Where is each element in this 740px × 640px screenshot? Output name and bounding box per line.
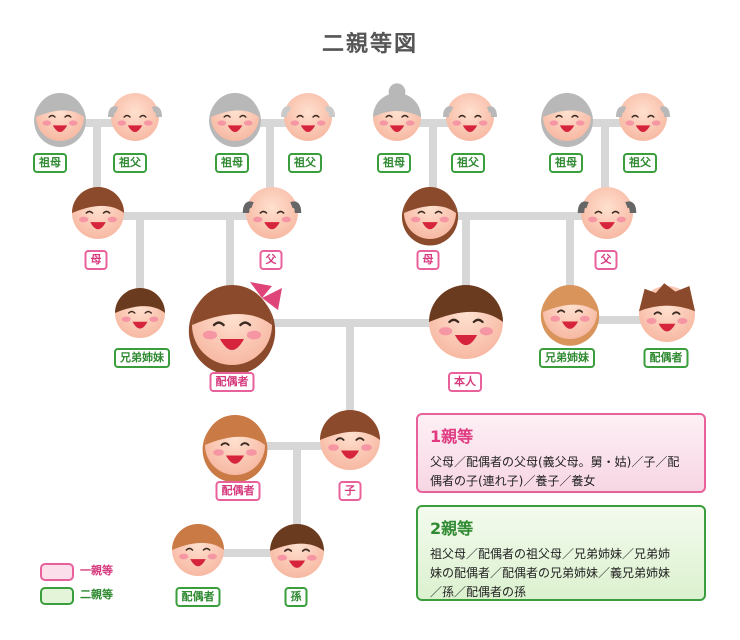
legend-first-swatch: [40, 563, 74, 581]
label-grandfather-3: 祖父: [451, 153, 485, 173]
legend-first-label: 一親等: [80, 564, 113, 577]
self-father-face: [577, 187, 637, 239]
grandfather-4-face: [616, 93, 670, 141]
grandchild-face: [270, 524, 324, 578]
label-spouse-sibling: 兄弟姉妹: [114, 348, 170, 368]
self-mother-face: [401, 187, 459, 246]
grandfather-3-face: [443, 93, 497, 141]
grandmother-2-face: [209, 93, 261, 147]
first-degree-line-2: 偶者の子(連れ子)／養子／養女: [430, 474, 596, 488]
label-spouse-father: 父: [259, 250, 283, 270]
ribbon-icon: [250, 282, 282, 310]
label-grandfather-2: 祖父: [288, 153, 322, 173]
label-self-father: 父: [594, 250, 618, 270]
grandfather-2-face: [281, 93, 335, 141]
label-grandfather-4: 祖父: [623, 153, 657, 173]
diagram-title: 二親等図: [321, 32, 418, 57]
self-face: [429, 285, 503, 359]
child-spouse-face: [202, 415, 268, 483]
child-face: [320, 410, 380, 470]
label-sibling-spouse: 配偶者: [643, 348, 689, 368]
second-degree-line-1: 祖父母／配偶者の祖父母／兄弟姉妹／兄弟姉: [430, 547, 671, 561]
grandmother-1-face: [34, 93, 86, 147]
grandchild-spouse-face: [172, 524, 224, 576]
legend-first-degree: 一親等: [40, 563, 160, 581]
spouse-mother-face: [72, 187, 124, 239]
first-degree-line-1: 父母／配偶者の父母(義父母。舅・姑)／子／配: [430, 455, 680, 469]
label-spouse-mother: 母: [84, 250, 108, 270]
label-child-spouse: 配偶者: [215, 481, 261, 501]
label-self-mother: 母: [416, 250, 440, 270]
grandmother-3-face: [373, 83, 421, 141]
label-grandmother-4: 祖母: [549, 153, 583, 173]
second-degree-heading: 2親等: [430, 519, 474, 538]
label-child: 子: [338, 481, 362, 501]
second-degree-box: 2親等 祖父母／配偶者の祖父母／兄弟姉妹／兄弟姉 妹の配偶者／配偶者の兄弟姉妹／…: [416, 505, 706, 601]
spouse-father-face: [242, 187, 302, 239]
label-grandfather-1: 祖父: [113, 153, 147, 173]
spouse-face: [188, 285, 276, 375]
label-grandmother-1: 祖母: [33, 153, 67, 173]
second-degree-line-3: ／孫／配偶者の孫: [430, 585, 527, 599]
label-self-sibling: 兄弟姉妹: [539, 348, 595, 368]
first-degree-heading: 1親等: [430, 427, 474, 446]
second-degree-line-2: 妹の配偶者／配偶者の兄弟姉妹／義兄弟姉妹: [430, 566, 671, 580]
label-grandchild: 孫: [284, 587, 308, 607]
sibling-spouse-face: [639, 283, 695, 342]
label-grandmother-2: 祖母: [215, 153, 249, 173]
grandfather-1-face: [108, 93, 162, 141]
label-grandchild-spouse: 配偶者: [175, 587, 221, 607]
legend-second-label: 二親等: [80, 588, 113, 601]
label-spouse: 配偶者: [209, 372, 255, 392]
label-grandmother-3: 祖母: [377, 153, 411, 173]
first-degree-box: 1親等 父母／配偶者の父母(義父母。舅・姑)／子／配 偶者の子(連れ子)／養子／…: [416, 413, 706, 493]
spouse-sibling-face: [115, 288, 165, 338]
self-sibling-face: [540, 285, 600, 346]
legend-second-degree: 二親等: [40, 587, 160, 605]
grandmother-4-face: [541, 93, 593, 147]
legend-second-swatch: [40, 587, 74, 605]
label-self: 本人: [448, 372, 482, 392]
